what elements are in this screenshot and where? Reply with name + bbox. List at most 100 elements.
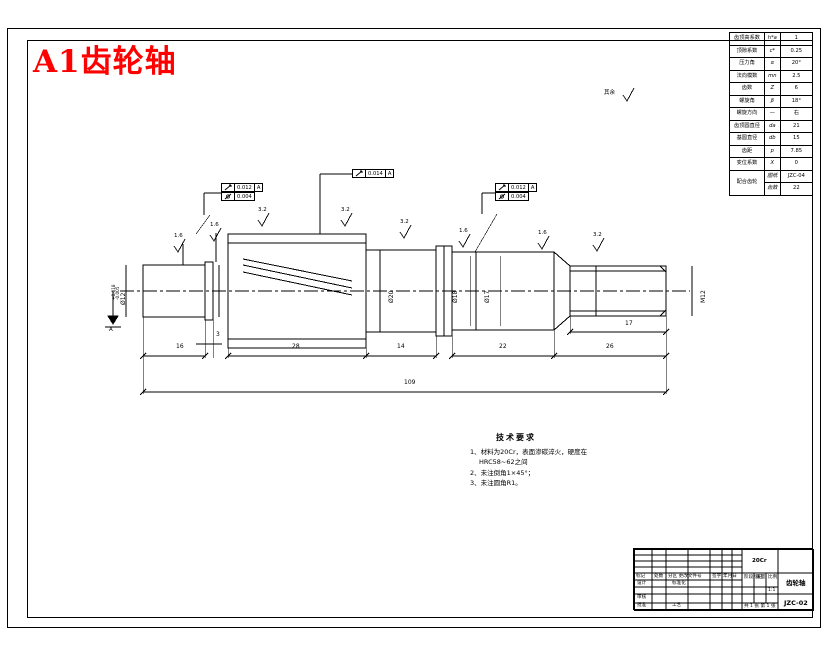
- label-approve: 批准: [637, 603, 647, 608]
- roughness-3: 3.2: [258, 207, 267, 213]
- dim-text-28: 28: [292, 343, 300, 350]
- tolerance-value: 0.012: [235, 184, 255, 191]
- roughness-6: 1.6: [459, 228, 468, 234]
- title-block: 20Cr 齿轮轴 JZC-02 标记 处数 分区 更改文件号 签字 年月日 设计…: [633, 548, 814, 611]
- mate-row-name: 图纸: [763, 169, 781, 183]
- material-value: 20Cr: [752, 558, 767, 564]
- table-row-mate: 配合齿轮 图纸 JZC-04: [729, 169, 814, 196]
- dim-text-d12: Ø12: [120, 292, 127, 305]
- page-title: A1齿轮轴: [33, 44, 177, 80]
- label-scale: 比例: [768, 575, 778, 580]
- param-symbol: mn: [763, 69, 781, 83]
- param-symbol: β: [763, 94, 781, 108]
- table-row: 基圆直径 db 15: [729, 132, 814, 146]
- perpendicularity-icon: [222, 193, 235, 200]
- label-change-file: 分区 更改文件号: [668, 574, 702, 579]
- tech-req-item-3: 3、未注圆角R1。: [470, 478, 522, 487]
- dim-text-d12-tolerance: +0.018 -0.005: [111, 285, 121, 301]
- table-row-mate: 齿数 22: [730, 182, 814, 196]
- sheet-outer-border: [7, 28, 821, 628]
- param-value: 右: [779, 107, 814, 121]
- label-process: 工艺: [672, 603, 682, 608]
- tolerance-frame-1: 0.012 A: [221, 183, 264, 192]
- label-check: 审核: [637, 595, 647, 600]
- param-value: 6: [779, 82, 814, 96]
- param-name: 压力角: [729, 57, 765, 71]
- table-row: 顶隙系数 c* 0.25: [729, 44, 814, 58]
- param-value: 2.5: [779, 69, 814, 83]
- param-name: 齿距: [729, 144, 765, 158]
- dim-text-3: 3: [216, 331, 220, 338]
- dim-text-14: 14: [397, 343, 405, 350]
- tolerance-value: 0.012: [509, 184, 529, 191]
- table-row: 变位系数 X 0: [729, 157, 814, 171]
- param-symbol: da: [763, 119, 781, 133]
- param-symbol: db: [763, 132, 781, 146]
- datum-a-label: A: [109, 327, 113, 333]
- label-stage: 阶段标记: [744, 575, 763, 580]
- title-block-grid: [634, 549, 814, 611]
- param-symbol: X: [763, 157, 781, 171]
- tolerance-value: 0.014: [366, 170, 386, 177]
- roughness-8: 3.2: [593, 232, 602, 238]
- param-name: 法向模数: [729, 69, 765, 83]
- param-name: 变位系数: [729, 157, 765, 171]
- dim-text-109: 109: [404, 379, 416, 386]
- runout-icon: [353, 170, 366, 177]
- param-value: 7.85: [779, 144, 814, 158]
- param-value: 1: [779, 32, 814, 46]
- tech-req-item-1b: HRC58~62之间: [479, 458, 528, 467]
- dim-text-22: 22: [499, 343, 507, 350]
- tolerance-datum: A: [256, 184, 261, 191]
- tolerance-frame-3: 0.014 A: [352, 169, 395, 178]
- param-value: 21: [779, 119, 814, 133]
- dim-text-d18: Ø18: [452, 290, 459, 303]
- mate-row-value: JZC-04: [779, 169, 814, 183]
- tolerance-lower: -0.005: [115, 286, 121, 301]
- param-name: 齿顶圆直径: [729, 119, 765, 133]
- dim-text-d20: Ø20: [388, 290, 395, 303]
- tech-req-item-2: 2、未注倒角1×45°；: [470, 468, 535, 477]
- param-symbol: c*: [763, 44, 781, 58]
- label-mark: 标记: [636, 574, 646, 579]
- table-row: 齿距 p 7.85: [729, 144, 814, 158]
- table-row: 螺旋方向 — 右: [729, 107, 814, 121]
- table-row: 压力角 α 20°: [729, 57, 814, 71]
- roughness-2: 1.6: [210, 222, 219, 228]
- dim-text-m12: M12: [700, 290, 707, 303]
- mate-row-name: 齿数: [763, 182, 781, 196]
- gear-parameter-table: 齿顶高系数 h*a 1 顶隙系数 c* 0.25 压力角 α 20° 法向模数 …: [729, 32, 814, 196]
- table-row: 齿数 Z 6: [729, 82, 814, 96]
- param-value: 0: [779, 157, 814, 171]
- tolerance-datum: A: [530, 184, 535, 191]
- param-value: 18°: [779, 94, 814, 108]
- roughness-7: 1.6: [538, 230, 547, 236]
- roughness-4: 3.2: [341, 207, 350, 213]
- mate-row-value: 22: [779, 182, 814, 196]
- sheet-inner-border: [27, 40, 813, 618]
- param-symbol: Z: [763, 82, 781, 96]
- param-symbol: α: [763, 57, 781, 71]
- param-symbol: h*a: [763, 32, 781, 46]
- label-sign: 签字: [712, 574, 722, 579]
- dim-text-16: 16: [176, 343, 184, 350]
- table-row: 法向模数 mn 2.5: [729, 69, 814, 83]
- label-date: 年月日: [723, 574, 737, 579]
- label-weight: 重量: [756, 575, 766, 580]
- tolerance-datum: A: [387, 170, 392, 177]
- technical-requirements: 技术要求 1、材料为20Cr，表面渗碳淬火，硬度在 HRC58~62之间 2、未…: [470, 432, 720, 488]
- mate-gear-label: 配合齿轮: [729, 169, 765, 196]
- table-row: 齿顶高系数 h*a 1: [729, 32, 814, 46]
- dim-text-d17: Ø17: [484, 290, 491, 303]
- param-name: 齿数: [729, 82, 765, 96]
- tech-req-heading: 技术要求: [496, 433, 536, 442]
- param-name: 螺旋方向: [729, 107, 765, 121]
- dim-text-17: 17: [625, 320, 633, 327]
- runout-icon: [222, 184, 235, 191]
- param-name: 螺旋角: [729, 94, 765, 108]
- param-value: 20°: [779, 57, 814, 71]
- roughness-5: 3.2: [400, 219, 409, 225]
- tolerance-frame-4: 0.012 A: [495, 183, 538, 192]
- part-name: 齿轮轴: [786, 579, 806, 587]
